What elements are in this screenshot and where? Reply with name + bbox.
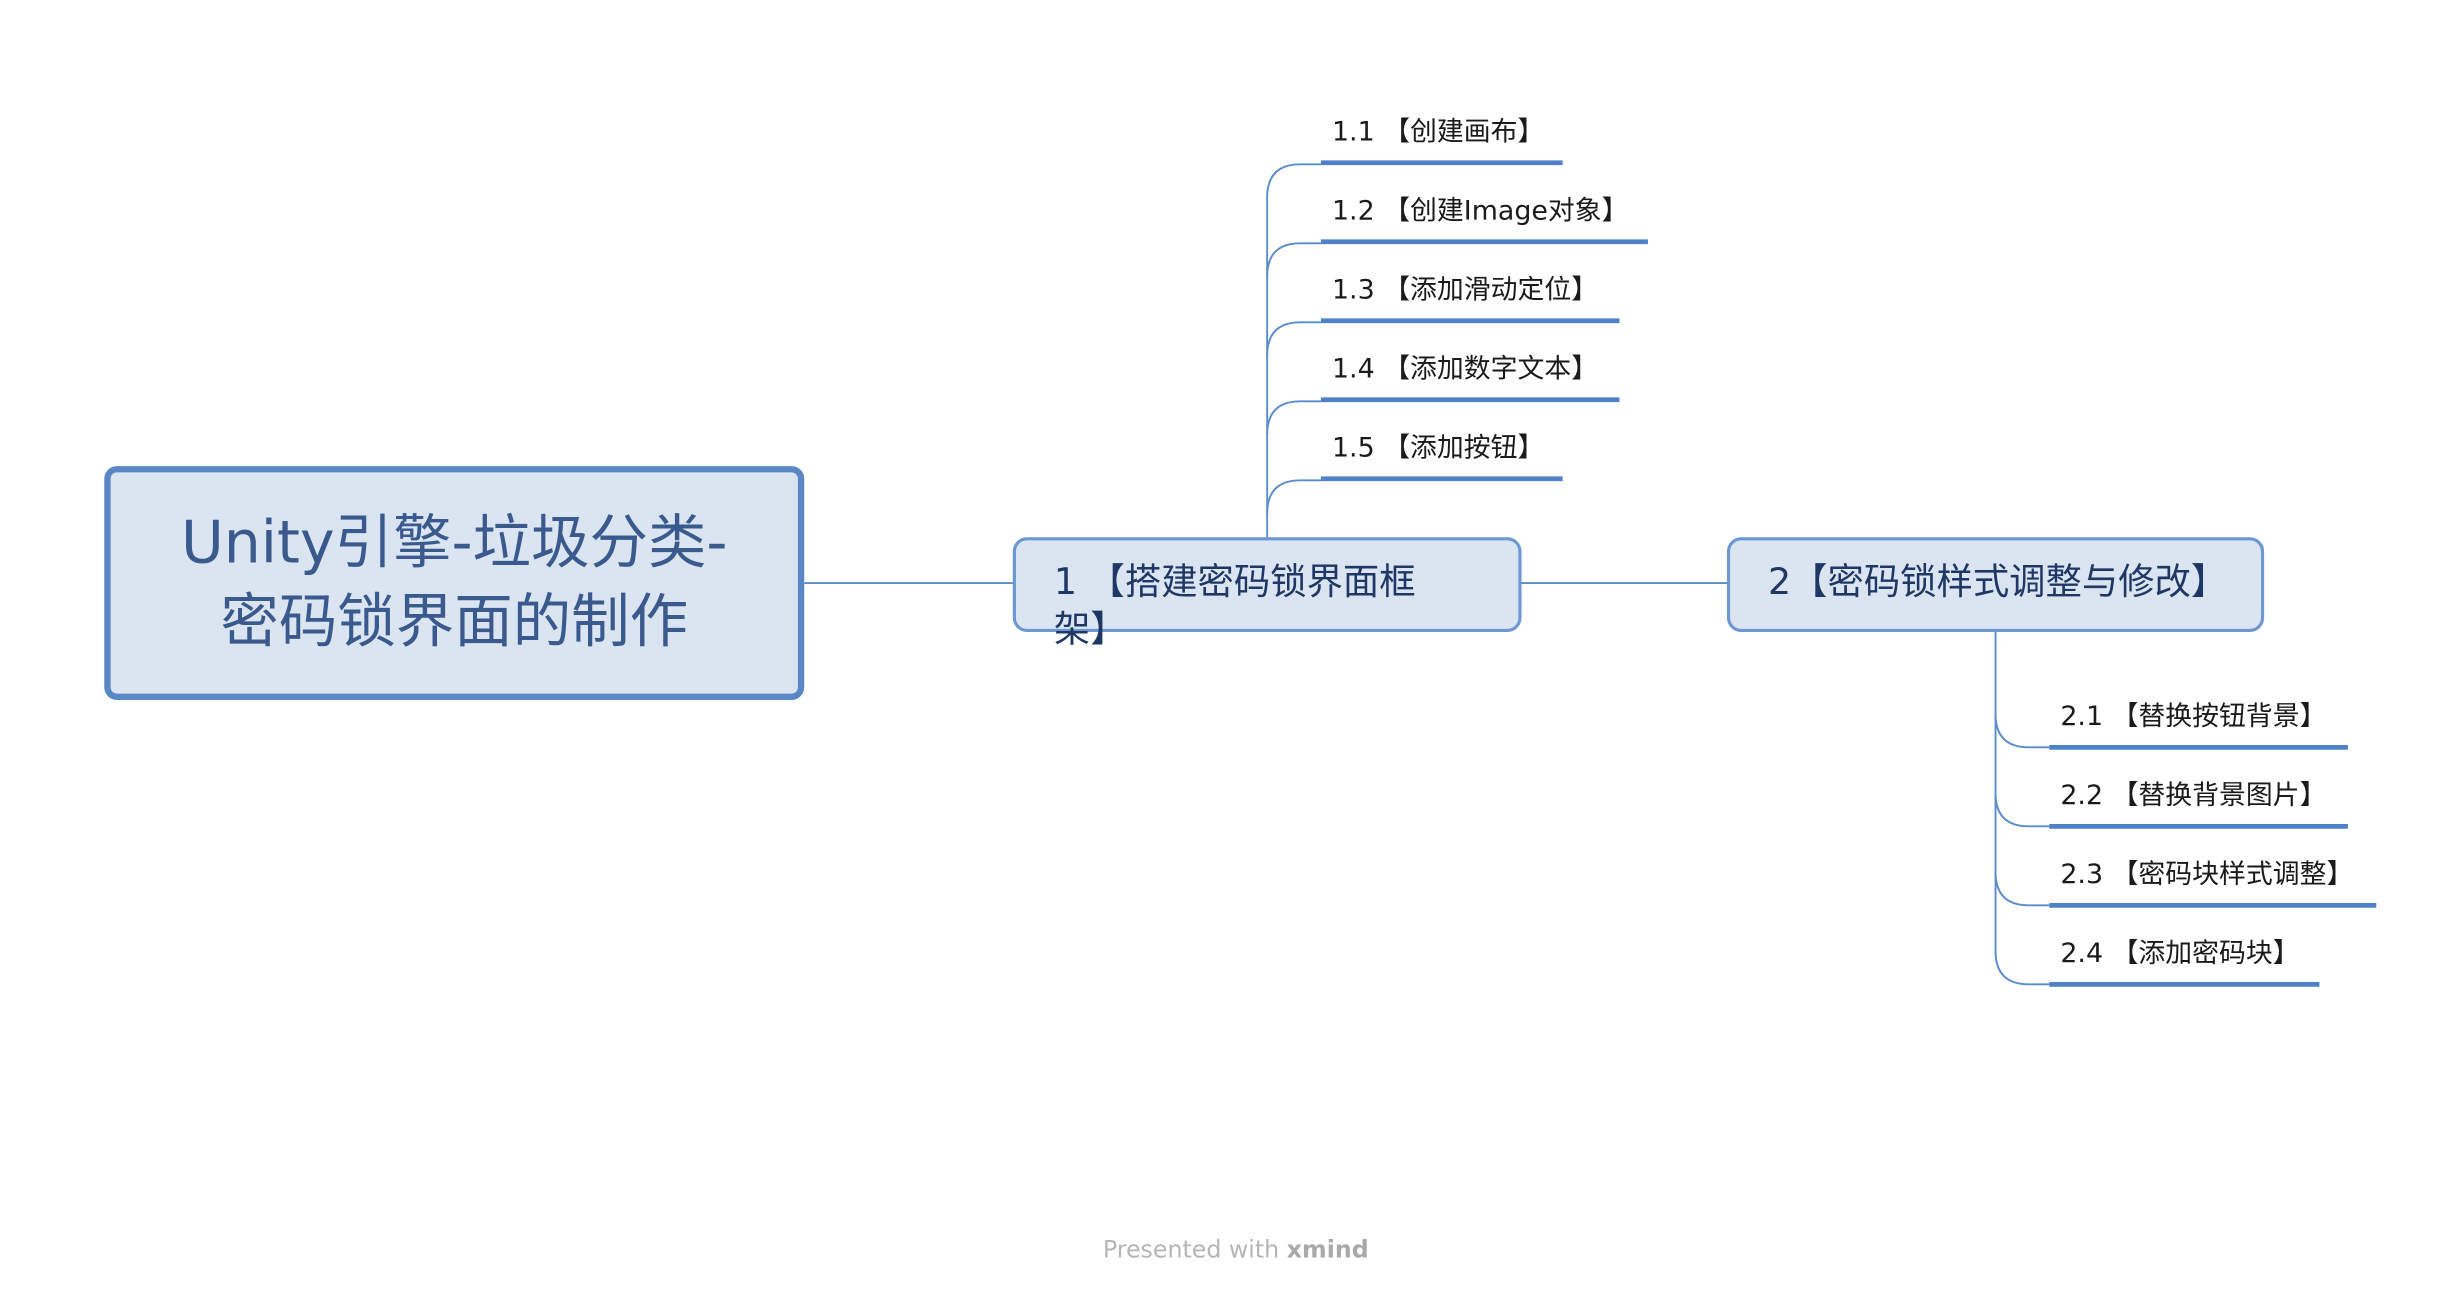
connector-b2-sub4 [1994, 872, 2050, 986]
connector-b2-sub1 [1994, 628, 2050, 749]
connector-b2-sub2 [1994, 714, 2050, 828]
subtopic-1-2[interactable]: 1.2 【创建Image对象】 [1331, 195, 1629, 228]
central-topic-label: Unity引擎-垃圾分类-密码锁界面的制作 [180, 508, 728, 656]
xmind-logo-text: xmind [1286, 1235, 1369, 1264]
subtopic-2-1[interactable]: 2.1 【替换按钮背景】 [2060, 701, 2327, 734]
subtopic-2-2[interactable]: 2.2 【替换背景图片】 [2060, 780, 2327, 813]
connector-b1-sub3 [1266, 321, 1321, 356]
presented-with-watermark: Presented with xmind [1103, 1236, 1369, 1264]
subtopic-1-5[interactable]: 1.5 【添加按钮】 [1331, 432, 1545, 465]
connector-b1-sub5 [1266, 479, 1321, 514]
main-topic-1[interactable]: 1 【搭建密码锁界面框架】 [1012, 537, 1522, 651]
connector-b1-sub1 [1266, 163, 1321, 538]
subtopic-2-3[interactable]: 2.3 【密码块样式调整】 [2060, 859, 2354, 892]
watermark-prefix: Presented with [1102, 1235, 1287, 1264]
main-topic-2-label: 2【密码锁样式调整与修改】 [1768, 562, 2228, 604]
subtopic-2-4[interactable]: 2.4 【添加密码块】 [2060, 938, 2300, 971]
connector-b2-sub3 [1994, 793, 2050, 907]
subtopic-1-4[interactable]: 1.4 【添加数字文本】 [1331, 353, 1599, 386]
subtopic-1-1[interactable]: 1.1 【创建画布】 [1331, 116, 1545, 149]
main-topic-1-label: 1 【搭建密码锁界面框架】 [1053, 562, 1416, 651]
central-topic[interactable]: Unity引擎-垃圾分类-密码锁界面的制作 [104, 466, 805, 700]
connector-b1-sub2 [1266, 242, 1321, 277]
connector-b1-sub4 [1266, 400, 1321, 435]
subtopic-1-3[interactable]: 1.3 【添加滑动定位】 [1331, 274, 1599, 307]
main-topic-2[interactable]: 2【密码锁样式调整与修改】 [1726, 537, 2265, 632]
